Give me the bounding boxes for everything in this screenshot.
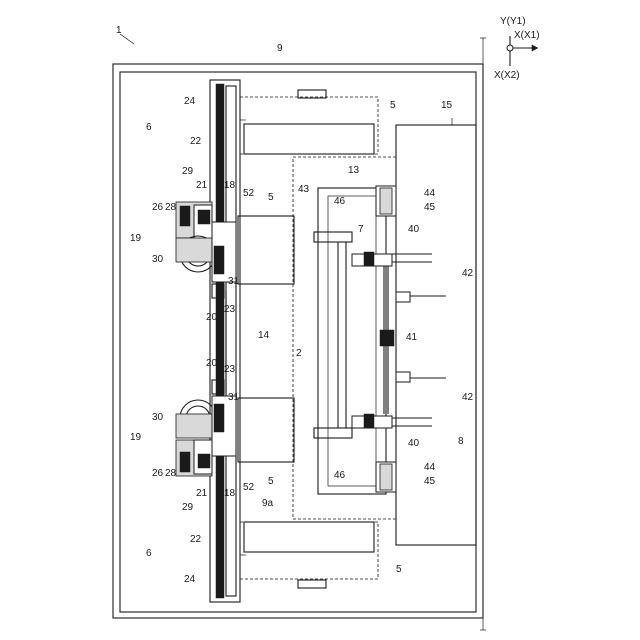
label-21-top: 21 [196,180,208,191]
label-9a: 9a [262,498,274,509]
label-15: 15 [441,100,453,111]
label-5-d: 5 [396,564,402,575]
label-28-top: 28 [165,202,177,213]
label-29-top: 29 [182,166,194,177]
label-44-bottom: 44 [424,462,436,473]
label-24-top: 24 [184,96,196,107]
label-30-bottom: 30 [152,412,164,423]
label-9: 9 [277,43,283,54]
label-31-top: 31 [228,276,240,287]
box-5-top [240,97,378,154]
label-5-a: 5 [390,100,396,111]
label-18-top: 18 [224,180,236,191]
label-8: 8 [458,436,464,447]
label-45-top: 45 [424,202,436,213]
axis-label-x2: X(X2) [494,70,520,81]
label-18-bottom: 18 [224,488,236,499]
label-22-top: 22 [190,136,202,147]
label-26-bottom: 26 [152,468,164,479]
axis-label-x1: X(X1) [514,30,540,41]
label-23-top: 23 [224,304,236,315]
label-24-bottom: 24 [184,574,196,585]
label-26-top: 26 [152,202,164,213]
label-43: 43 [298,184,310,195]
label-1: 1 [116,25,122,36]
label-40-top: 40 [408,224,420,235]
label-46-bottom: 46 [334,470,346,481]
label-22-bottom: 22 [190,534,202,545]
label-42-bottom: 42 [462,392,474,403]
coupling-41 [380,330,394,346]
label-40-bottom: 40 [408,438,420,449]
label-5-b: 5 [268,192,274,203]
label-6-bottom: 6 [146,548,152,559]
label-2: 2 [296,348,302,359]
label-52-bottom: 52 [243,482,255,493]
cylinder-5-upper [238,216,294,284]
label-19-top: 19 [130,233,142,244]
label-6-top: 6 [146,122,152,133]
label-42-top: 42 [462,268,474,279]
label-7: 7 [358,224,364,235]
frame-9-outer [113,64,483,618]
label-44-top: 44 [424,188,436,199]
box-5-bottom [240,522,378,579]
label-31-bottom: 31 [228,392,240,403]
label-21-bottom: 21 [196,488,208,499]
label-52-top: 52 [243,188,255,199]
label-29-bottom: 29 [182,502,194,513]
label-41: 41 [406,332,418,343]
label-23-bottom: 23 [224,364,236,375]
cylinder-5-lower [238,398,294,462]
label-20-top: 20 [206,312,218,323]
axis-label-y1: Y(Y1) [500,16,526,27]
label-19-bottom: 19 [130,432,142,443]
label-14: 14 [258,330,270,341]
label-13: 13 [348,165,360,176]
label-5-c: 5 [268,476,274,487]
label-30-top: 30 [152,254,164,265]
frame-9-inner [120,72,476,612]
label-45-bottom: 45 [424,476,436,487]
label-46-top: 46 [334,196,346,207]
label-20-bottom: 20 [206,358,218,369]
label-28-bottom: 28 [165,468,177,479]
rail-22 [216,84,224,598]
